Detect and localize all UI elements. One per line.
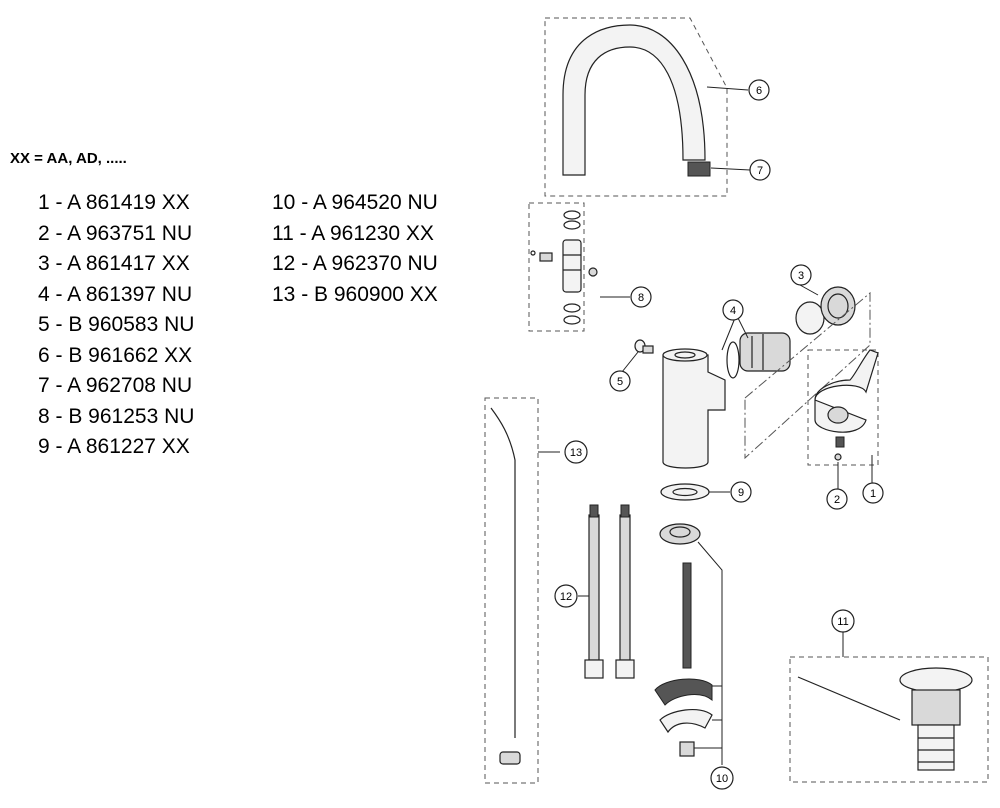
waste-group xyxy=(789,632,989,783)
callout-6: 6 xyxy=(748,79,770,101)
part-list-item: 13 - B 960900 XX xyxy=(272,282,438,306)
parts-list-column-b: 10 - A 964520 NU 11 - A 961230 XX 12 - A… xyxy=(272,188,438,310)
spout-group xyxy=(544,17,751,197)
parts-list-column-a: 1 - A 861419 XX 2 - A 963751 NU 3 - A 86… xyxy=(38,188,194,463)
ring-part xyxy=(795,301,825,335)
pull-rod-group-frame xyxy=(484,397,539,784)
part-list-item: 12 - A 962370 NU xyxy=(272,252,438,275)
svg-text:1: 1 xyxy=(870,488,876,500)
part-list-item: 7 - A 962708 NU xyxy=(38,374,193,397)
part-list-item: 5 - B 960583 NU xyxy=(38,313,195,336)
svg-text:5: 5 xyxy=(617,376,623,388)
callout-4: 4 xyxy=(722,299,744,321)
callout-10: 10 xyxy=(710,766,734,790)
callout-9: 9 xyxy=(730,481,752,503)
callout-11: 11 xyxy=(831,609,855,633)
part-list-item: 6 - B 961662 XX xyxy=(38,343,193,367)
spout-part xyxy=(562,24,706,176)
svg-text:2: 2 xyxy=(834,494,840,506)
nut-part xyxy=(820,286,856,326)
svg-text:12: 12 xyxy=(560,591,572,603)
svg-text:9: 9 xyxy=(738,487,744,499)
base-ring-part xyxy=(659,523,701,545)
waste-group-frame xyxy=(789,656,989,783)
aerator-part xyxy=(687,161,711,177)
diverter-cartridge-part xyxy=(562,239,582,293)
hoses-group xyxy=(578,504,635,679)
svg-text:13: 13 xyxy=(570,447,582,459)
svg-text:3: 3 xyxy=(798,270,804,282)
part-list-item: 8 - B 961253 NU xyxy=(38,404,195,428)
threaded-rod-part xyxy=(682,562,692,669)
cartridge-part xyxy=(739,332,791,372)
part-list-item: 2 - A 963751 NU xyxy=(38,221,193,245)
part-list-item: 4 - A 861397 NU xyxy=(38,282,193,306)
diverter-group-frame xyxy=(528,202,585,332)
fixing-bracket-part xyxy=(654,678,713,706)
body-group xyxy=(621,284,856,469)
fixing-plate-part xyxy=(659,708,713,734)
svg-text:8: 8 xyxy=(638,292,644,304)
part-list-item: 3 - A 861417 XX xyxy=(38,252,190,275)
part-list-item: 9 - A 861227 XX xyxy=(38,435,190,458)
pull-rod-group xyxy=(484,397,560,784)
handle-group xyxy=(744,291,879,490)
svg-text:7: 7 xyxy=(757,165,763,177)
waste-plug-part xyxy=(899,667,973,693)
part-list-item: 1 - A 861419 XX xyxy=(38,191,190,214)
handle-group-frame xyxy=(807,349,879,466)
grub-screw-part xyxy=(642,345,654,354)
part-list-item: 10 - A 964520 NU xyxy=(272,191,438,214)
svg-text:4: 4 xyxy=(730,305,736,317)
callout-2: 2 xyxy=(826,488,848,510)
waste-lever-part xyxy=(797,676,901,721)
legend-header: XX = AA, AD, ..... xyxy=(10,150,127,167)
handle-guide-frame xyxy=(744,291,871,460)
callout-8: 8 xyxy=(630,286,652,308)
mixer-body-part xyxy=(662,354,726,469)
fixing-nut-part xyxy=(679,741,695,757)
base-washer-part xyxy=(660,483,710,501)
diverter-group xyxy=(528,202,630,332)
callout-1: 1 xyxy=(862,482,884,504)
callout-12: 12 xyxy=(554,584,578,608)
svg-text:6: 6 xyxy=(756,85,762,97)
part-list-item: 11 - A 961230 XX xyxy=(272,221,434,245)
callout-7: 7 xyxy=(749,159,771,181)
flexible-hose-part xyxy=(588,514,600,661)
flexible-hose-part xyxy=(619,514,631,661)
pull-rod-part xyxy=(490,407,516,738)
rod-connector-part xyxy=(499,751,521,765)
spout-group-frame xyxy=(544,17,728,197)
svg-text:10: 10 xyxy=(716,773,728,785)
callout-3: 3 xyxy=(790,264,812,286)
callout-13: 13 xyxy=(564,440,588,464)
callout-5: 5 xyxy=(609,370,631,392)
svg-text:11: 11 xyxy=(837,616,848,628)
base-parts-group xyxy=(654,483,730,765)
